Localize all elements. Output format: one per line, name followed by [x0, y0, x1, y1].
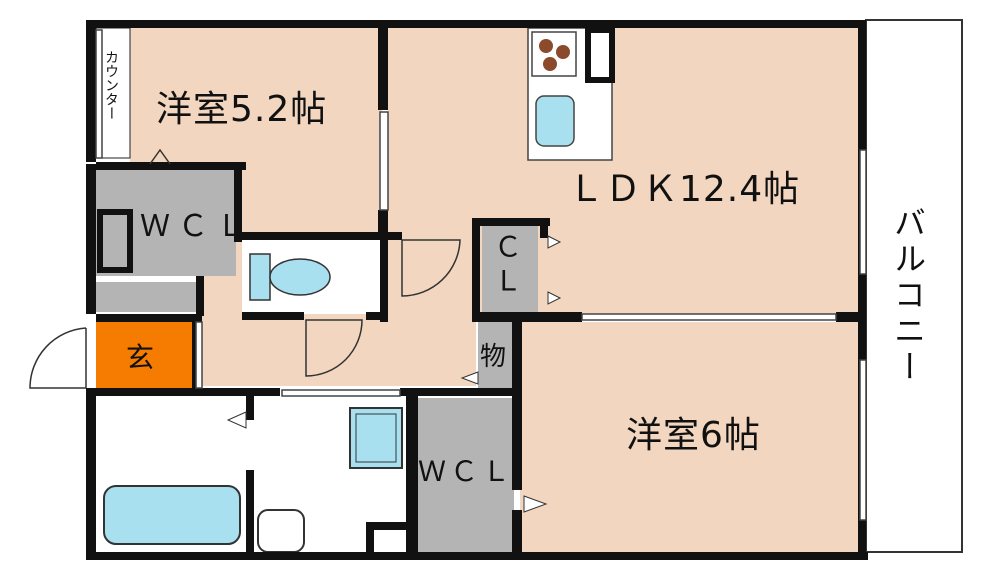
bathtub	[103, 485, 241, 545]
window	[859, 149, 867, 275]
closet-label: ＣＬ	[490, 232, 523, 300]
hall-floor-b	[388, 236, 476, 326]
openings	[95, 29, 867, 521]
wall	[196, 276, 204, 316]
wcl-1-shelf-a	[97, 209, 133, 273]
western-room-1-label: 洋室5.2帖	[156, 89, 328, 130]
ldk-label: ＬＤＫ12.4帖	[568, 169, 801, 210]
toilet-tank	[249, 253, 271, 301]
stove-burner	[556, 45, 570, 59]
wall	[96, 162, 246, 170]
wall	[86, 20, 96, 162]
sliding-door	[581, 313, 837, 321]
toilet-door-swing	[305, 319, 363, 377]
hall-door-swing	[401, 239, 461, 297]
wall	[96, 388, 280, 396]
wcl-2-floor	[418, 398, 514, 552]
wall	[366, 522, 374, 554]
stove-burner	[539, 39, 553, 53]
door-marker	[226, 411, 247, 429]
entrance-floor	[96, 322, 192, 388]
wcl-1-door-swing	[149, 148, 171, 165]
wall	[472, 218, 550, 226]
western-room-2-floor	[520, 322, 862, 552]
balcony-area	[865, 19, 963, 553]
wall	[378, 210, 388, 240]
wcl-1-shelf-b	[96, 282, 196, 312]
window	[859, 359, 867, 521]
door-marker	[547, 235, 562, 249]
sliding-door	[195, 321, 203, 389]
toilet-bowl	[269, 258, 331, 296]
storage-label: 物	[480, 342, 507, 372]
wall	[512, 510, 522, 554]
stove-burner	[543, 57, 557, 71]
wall	[378, 28, 388, 110]
balcony-label: バルコニー	[889, 206, 927, 386]
wall	[540, 218, 548, 238]
wall	[86, 20, 866, 28]
wcl-1-label: ＷＣＬ	[140, 209, 254, 244]
sliding-door	[281, 389, 401, 397]
sliding-door	[379, 111, 389, 211]
wall	[234, 232, 402, 240]
wall	[86, 388, 96, 558]
closet-door-markers	[226, 235, 562, 513]
wall	[472, 312, 582, 322]
door-marker	[547, 291, 562, 305]
wall	[380, 240, 388, 322]
entrance-label: 玄	[126, 341, 155, 374]
wall	[836, 312, 860, 322]
western-room-1-floor-b	[236, 168, 382, 236]
door-marker	[523, 495, 548, 513]
storage-floor	[478, 322, 512, 390]
western-room-2-label: 洋室6帖	[626, 415, 761, 456]
washbasin-inner	[355, 413, 397, 463]
wall	[406, 396, 418, 554]
wall	[86, 164, 96, 314]
wall	[246, 396, 254, 420]
counter-window	[95, 29, 103, 159]
wall	[366, 312, 388, 320]
walls	[86, 20, 868, 560]
wcl-1-niche	[204, 282, 234, 312]
entrance-door-swing	[29, 327, 87, 389]
wall	[858, 20, 866, 560]
kitchen-sink	[535, 95, 575, 147]
wall	[96, 314, 202, 322]
door-marker	[460, 371, 479, 385]
door-swings	[29, 148, 461, 389]
wall	[234, 162, 242, 242]
washer-pan	[257, 509, 305, 553]
wcl-2-label: ＷＣＬ	[418, 455, 515, 488]
wall	[86, 552, 868, 560]
western-room-1-floor	[130, 28, 382, 168]
wall	[246, 470, 254, 554]
wall	[400, 388, 518, 396]
wall	[242, 312, 304, 320]
wall	[512, 322, 522, 490]
refrigerator-space	[585, 27, 615, 83]
wall	[472, 218, 480, 322]
closet-floor	[482, 226, 538, 312]
wall	[366, 522, 408, 530]
counter-label: カウンター	[103, 50, 119, 120]
